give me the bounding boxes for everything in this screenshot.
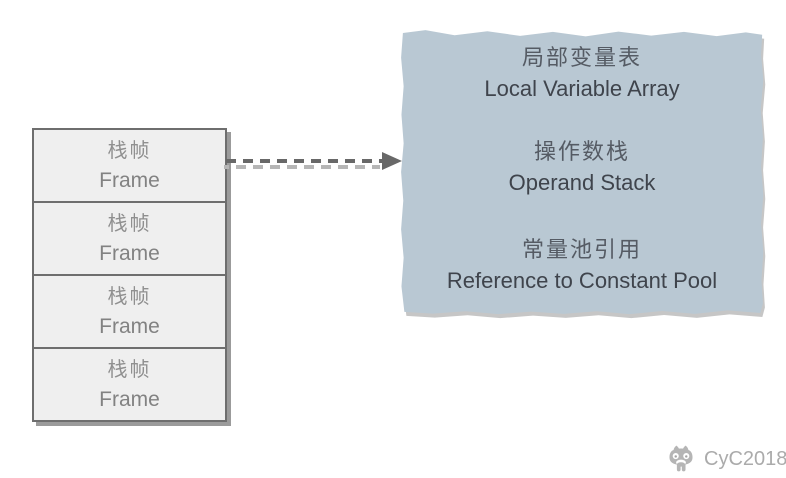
octocat-icon	[669, 445, 693, 472]
watermark-label: CyC2018	[704, 447, 786, 470]
section-label-en: Operand Stack	[508, 170, 656, 195]
frame-label-zh: 栈帧	[107, 212, 152, 235]
stack-frame-box: 栈帧 Frame	[32, 274, 227, 349]
section-label-zh: 常量池引用	[521, 237, 642, 262]
frame-detail-panel: 局部变量表 Local Variable Array 操作数栈 Operand …	[400, 29, 764, 315]
panel-section-operand-stack: 操作数栈 Operand Stack	[401, 136, 763, 198]
frame-detail-panel-bg: 局部变量表 Local Variable Array 操作数栈 Operand …	[401, 30, 764, 315]
frame-label-en: Frame	[99, 387, 160, 411]
section-label-en: Reference to Constant Pool	[446, 268, 718, 293]
frame-label-zh: 栈帧	[107, 285, 152, 308]
section-label-en: Local Variable Array	[484, 76, 680, 101]
panel-section-constant-pool-reference: 常量池引用 Reference to Constant Pool	[401, 234, 763, 296]
watermark: CyC2018	[664, 445, 786, 473]
stack-frame-box: 栈帧 Frame	[32, 201, 227, 276]
stack-frame-box: 栈帧 Frame	[32, 347, 227, 422]
dashed-arrow	[224, 152, 402, 170]
stack-frame-box: 栈帧 Frame	[32, 128, 227, 203]
frame-label-zh: 栈帧	[107, 358, 152, 381]
panel-section-local-variable-array: 局部变量表 Local Variable Array	[401, 42, 763, 104]
frame-label-zh: 栈帧	[107, 139, 152, 162]
section-label-zh: 局部变量表	[521, 45, 642, 70]
frame-label-en: Frame	[99, 241, 160, 265]
frame-label-en: Frame	[99, 168, 160, 192]
frame-label-en: Frame	[99, 314, 160, 338]
jvm-stack: 栈帧 Frame 栈帧 Frame 栈帧 Frame 栈帧 Frame	[32, 128, 228, 422]
section-label-zh: 操作数栈	[533, 139, 630, 164]
